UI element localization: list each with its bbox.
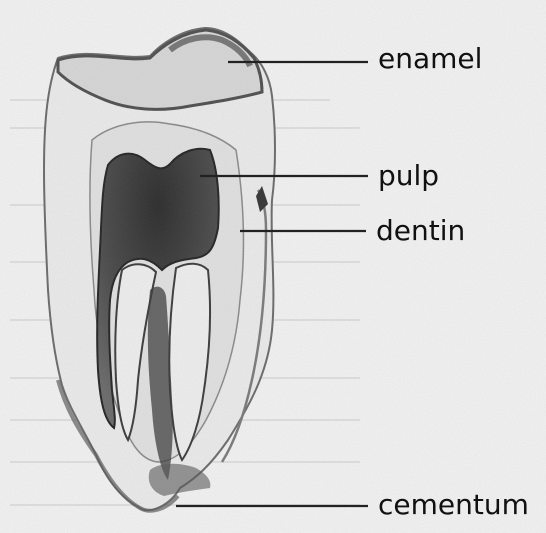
dentin-label: dentin	[376, 217, 465, 245]
pulp-label: pulp	[378, 162, 439, 190]
enamel-label: enamel	[378, 45, 482, 73]
cementum-label: cementum	[378, 491, 529, 519]
